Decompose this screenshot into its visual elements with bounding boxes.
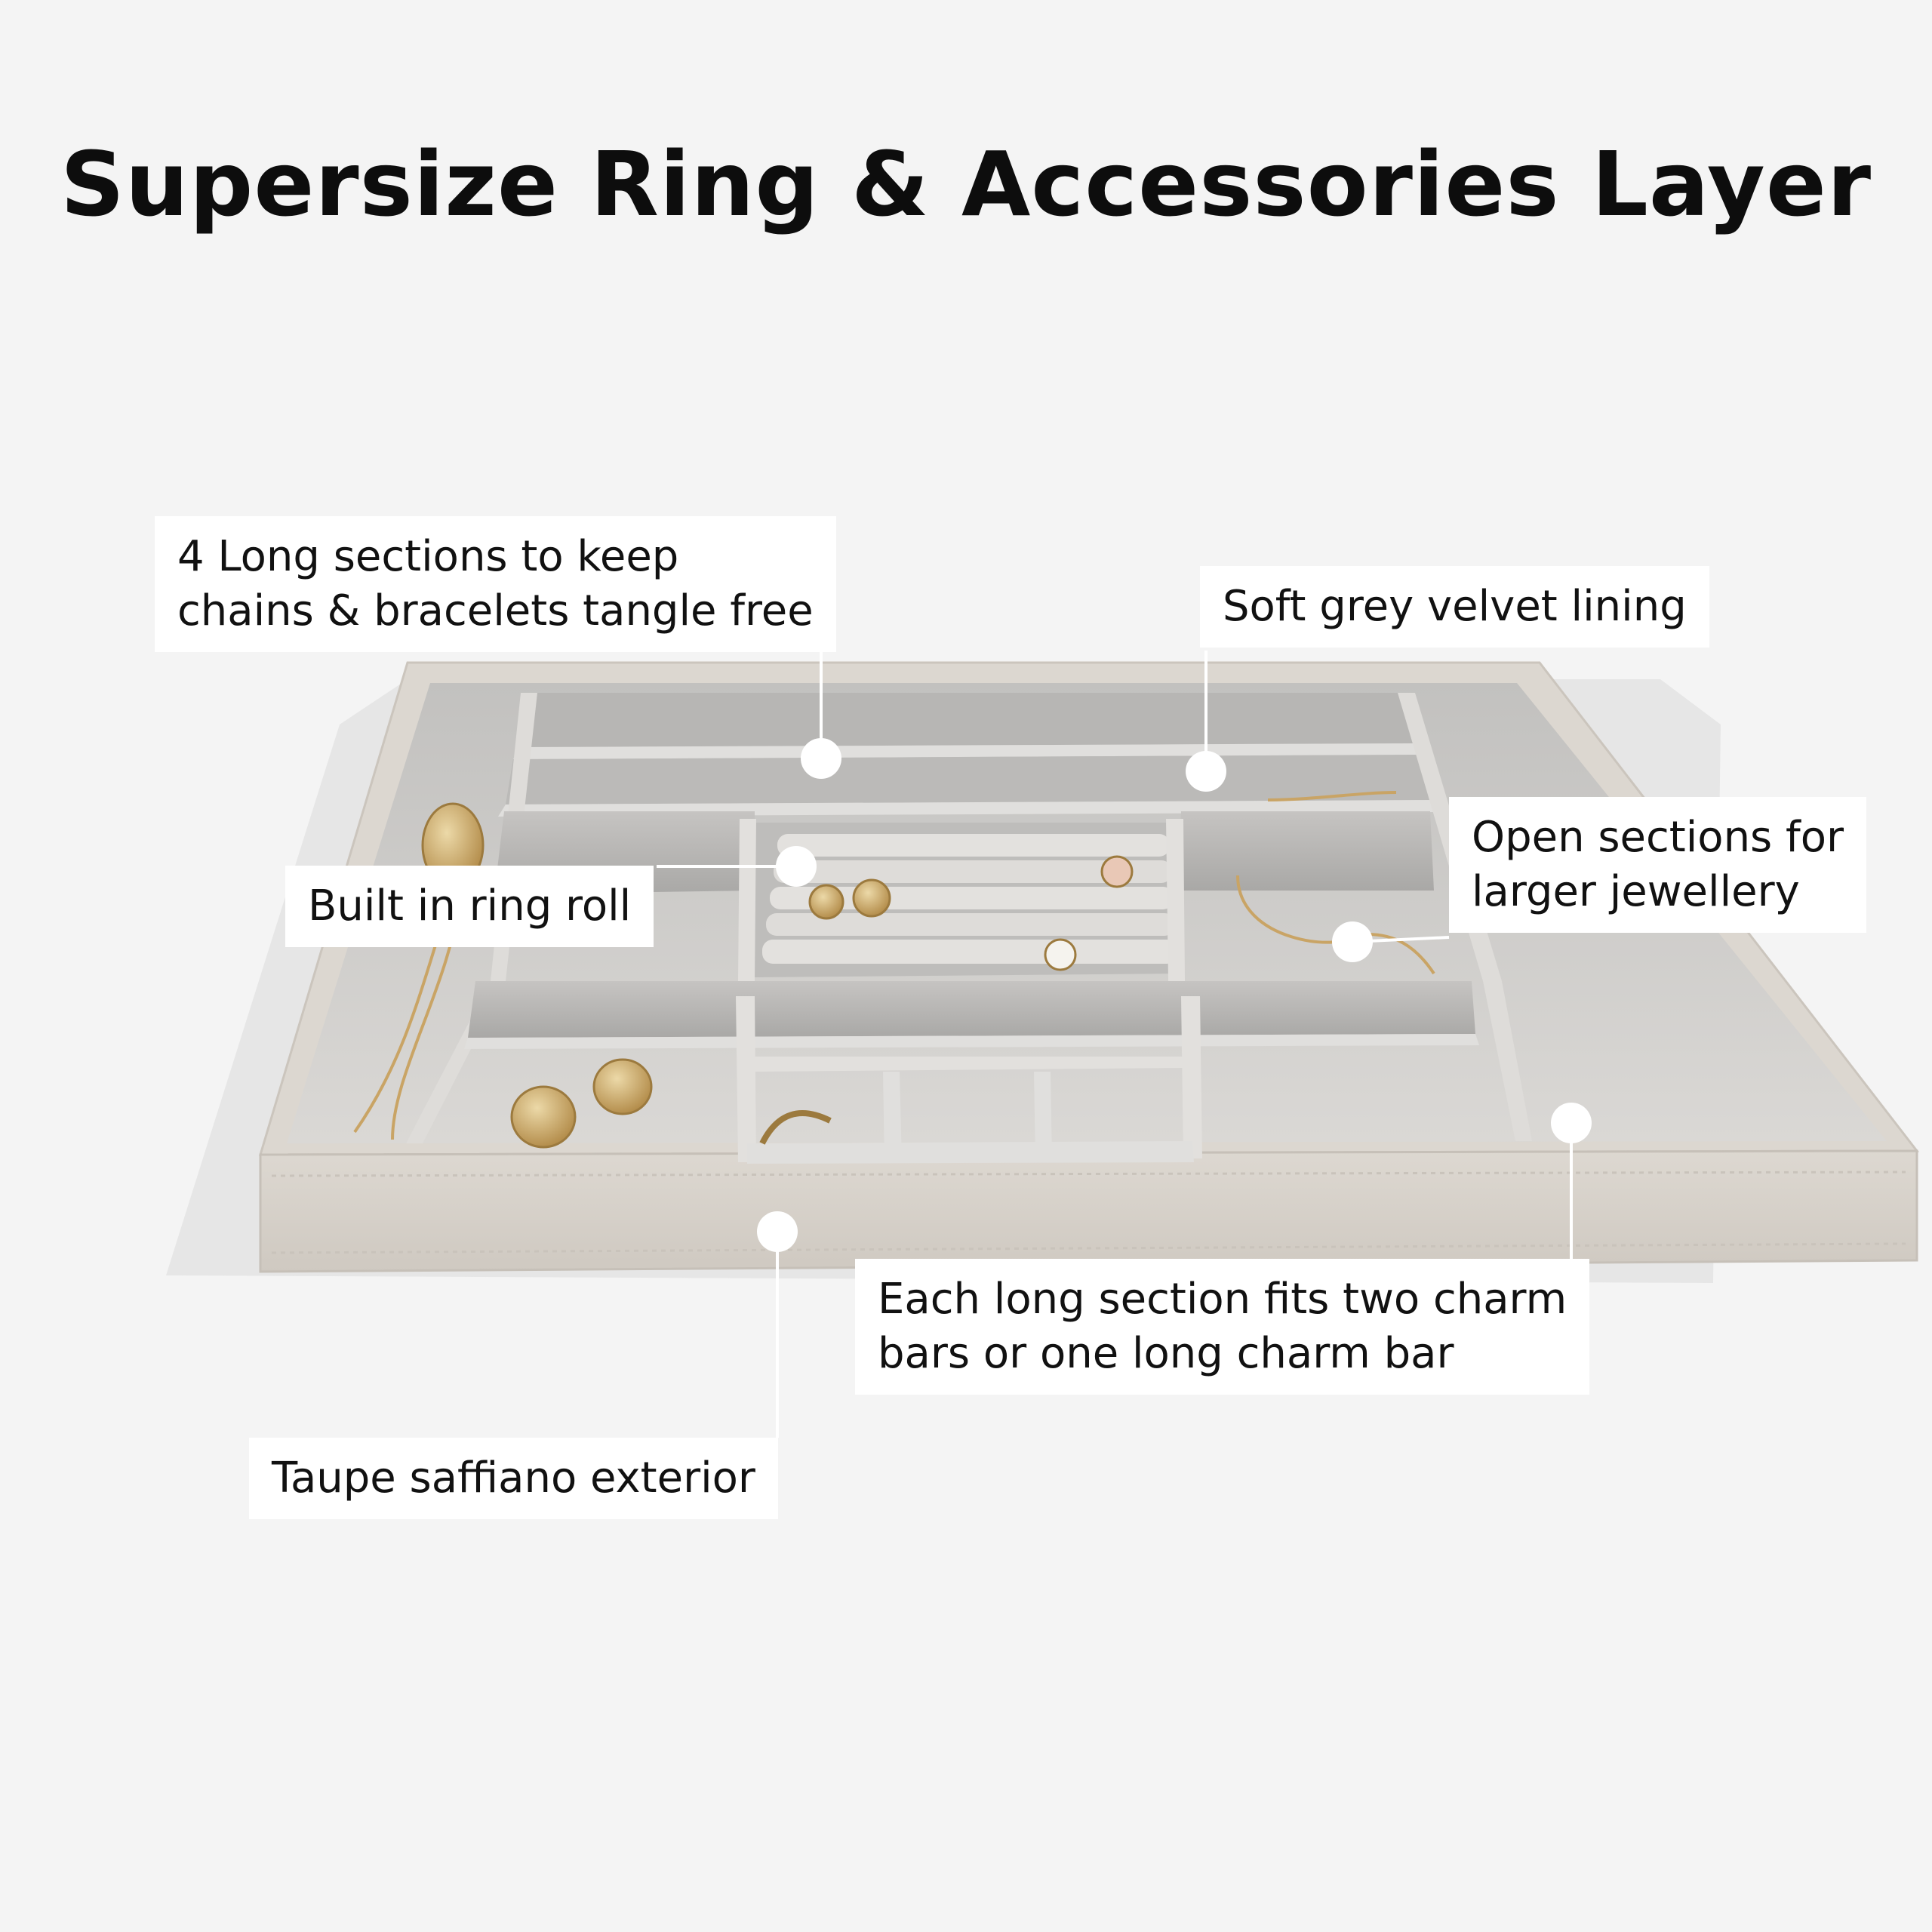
tray-front-face: [259, 1149, 1918, 1273]
callout-open-sections-line2: larger jewellery: [1472, 867, 1800, 916]
callout-long-sections-line1: 4 Long sections to keep: [177, 532, 679, 581]
callout-ring-roll: Built in ring roll: [285, 866, 654, 947]
callout-charm-bars-line1: Each long section fits two charm: [878, 1275, 1567, 1324]
callout-velvet-line1: Soft grey velvet lining: [1223, 582, 1687, 631]
callout-charm-bars-line2: bars or one long charm bar: [878, 1329, 1454, 1378]
callout-velvet-lining: Soft grey velvet lining: [1200, 566, 1709, 648]
callout-exterior: Taupe saffiano exterior: [249, 1438, 778, 1519]
callout-long-sections: 4 Long sections to keep chains & bracele…: [155, 516, 836, 652]
page-title: Supersize Ring & Accessories Layer: [60, 132, 1872, 236]
callout-open-sections-line1: Open sections for: [1472, 813, 1844, 862]
callout-exterior-line1: Taupe saffiano exterior: [272, 1454, 755, 1503]
callout-long-sections-line2: chains & bracelets tangle free: [177, 586, 814, 635]
callout-markers: [757, 738, 1592, 1252]
callout-ring-roll-line1: Built in ring roll: [308, 881, 632, 931]
callout-charm-bars: Each long section fits two charm bars or…: [855, 1259, 1590, 1395]
callout-open-sections: Open sections for larger jewellery: [1449, 797, 1867, 933]
